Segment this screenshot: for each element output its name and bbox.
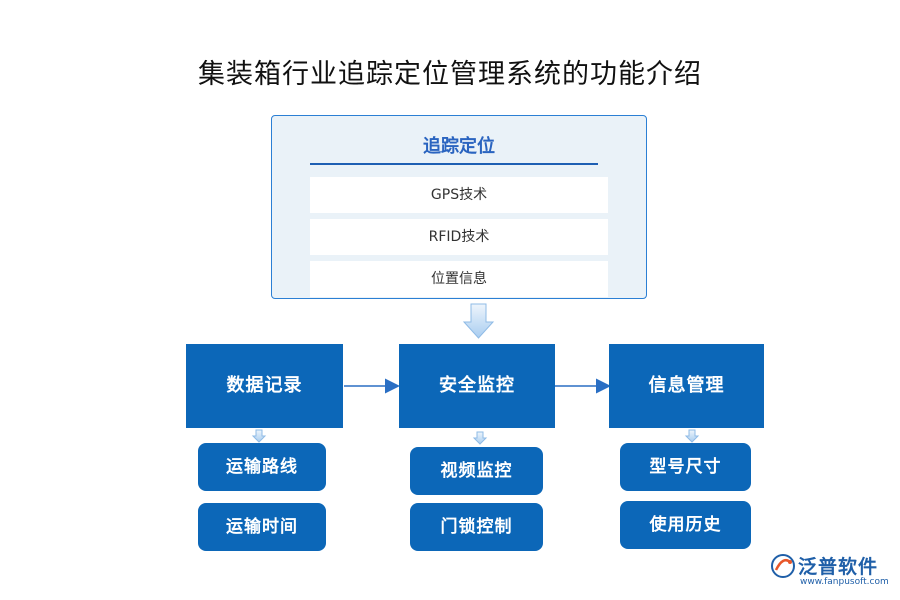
- tracking-item-location: 位置信息: [310, 261, 608, 297]
- tracking-item-gps: GPS技术: [310, 177, 608, 213]
- module-data-record: 数据记录: [186, 344, 343, 428]
- brand-logo: 泛普软件 www.fanpusoft.com: [770, 552, 895, 594]
- fanpu-logo-icon: [771, 554, 795, 578]
- brand-url: www.fanpusoft.com: [800, 577, 889, 587]
- module-security-monitor: 安全监控: [399, 344, 555, 428]
- tracking-divider: [310, 163, 598, 165]
- sub-usage-history: 使用历史: [620, 501, 751, 549]
- tracking-item-rfid: RFID技术: [310, 219, 608, 255]
- tracking-header: 追踪定位: [423, 136, 495, 157]
- sub-model-size: 型号尺寸: [620, 443, 751, 491]
- sub-transport-route: 运输路线: [198, 443, 326, 491]
- down-arrow-icon: [462, 303, 495, 339]
- small-down-arrow-icon: [472, 431, 488, 445]
- small-down-arrow-icon: [684, 429, 700, 443]
- brand-name: 泛普软件: [798, 556, 879, 578]
- module-info-management: 信息管理: [609, 344, 764, 428]
- sub-transport-time: 运输时间: [198, 503, 326, 551]
- small-down-arrow-icon: [251, 429, 267, 443]
- sub-video-monitor: 视频监控: [410, 447, 543, 495]
- tracking-panel: 追踪定位 GPS技术 RFID技术 位置信息: [271, 115, 647, 299]
- page-title: 集装箱行业追踪定位管理系统的功能介绍: [198, 59, 702, 90]
- sub-door-lock: 门锁控制: [410, 503, 543, 551]
